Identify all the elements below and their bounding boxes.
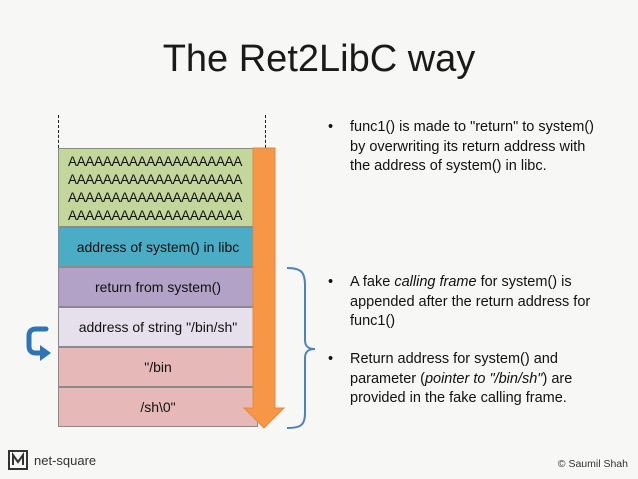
bullet-text-part: A fake [350,274,395,290]
bullet-text-emphasis: pointer to "/bin/sh" [424,370,543,387]
stack-cell-label: /sh\0" [140,399,176,415]
right-brace-icon [286,267,316,429]
stack-cell-return-from-system: return from system() [58,267,258,307]
bullet-marker: • [328,274,334,290]
stack-cell-buffer: AAAAAAAAAAAAAAAAAAAA AAAAAAAAAAAAAAAAAAA… [58,148,258,227]
footer-brand: net-square [8,450,96,470]
down-arrow-icon [242,147,286,429]
bullet-text: A fake calling frame for system() is app… [350,273,598,332]
curved-arrow-icon [26,326,51,361]
buffer-line: AAAAAAAAAAAAAAAAAAAA [68,172,243,187]
bullet-item: • func1() is made to "return" to system(… [328,118,598,177]
slide-title: The Ret2LibC way [162,38,476,80]
bullet-text-part: Return address for system() and paramete… [350,351,558,387]
stack-cell-label: address of system() in libc [76,239,240,255]
buffer-fill: AAAAAAAAAAAAAAAAAAAA AAAAAAAAAAAAAAAAAAA… [59,149,257,226]
bullet-text-part: for system() is appended after the retur… [350,274,591,329]
footer-credit: © Saumil Shah [557,458,628,470]
bullet-marker: • [328,351,334,367]
stack-cell-string-address: address of string "/bin/sh" [58,307,258,347]
net-square-logo-icon [8,450,28,470]
buffer-line: AAAAAAAAAAAAAAAAAAAA [68,154,243,169]
stack-cell-bin: "/bin [58,347,258,387]
stack-cell-sh: /sh\0" [58,387,258,427]
stack-cell-label: address of string "/bin/sh" [78,319,238,335]
bullet-item: • Return address for system() and parame… [328,350,598,409]
buffer-line: AAAAAAAAAAAAAAAAAAAA [68,208,243,223]
bullet-text-part: ) are provided in the fake calling frame… [350,370,573,407]
bullet-item: • A fake calling frame for system() is a… [328,273,598,332]
buffer-line: AAAAAAAAAAAAAAAAAAAA [68,190,243,205]
stack-cell-system-address: address of system() in libc [58,227,258,267]
bullet-marker: • [328,119,334,135]
stack-cell-label: return from system() [94,279,221,295]
bullet-text-emphasis: calling frame [394,274,477,290]
stack-cell-label: "/bin [144,359,172,375]
bullet-text: Return address for system() and paramete… [350,350,598,409]
brand-name: net-square [34,452,97,468]
bullet-text: func1() is made to "return" to system() … [350,119,594,174]
